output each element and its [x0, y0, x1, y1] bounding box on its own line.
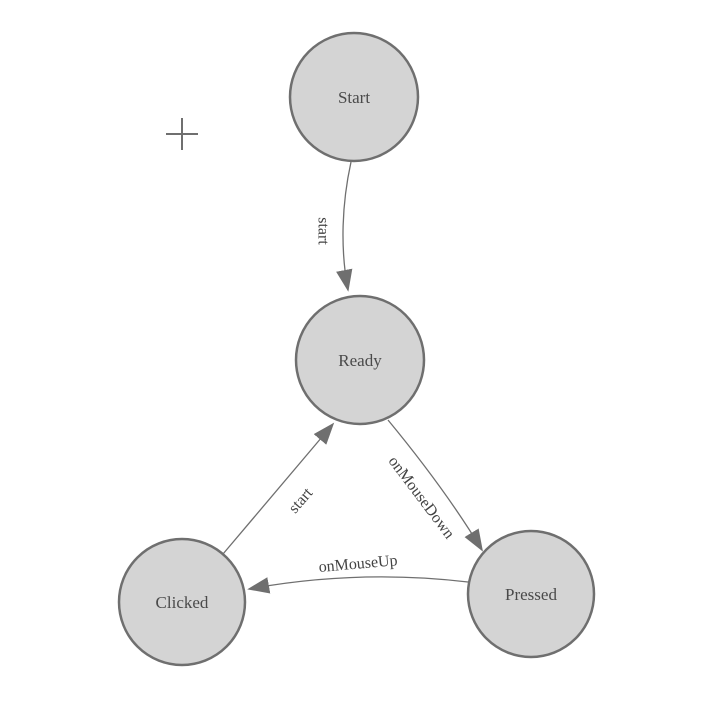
state-circle[interactable] — [466, 529, 596, 659]
state-circle[interactable] — [288, 31, 420, 163]
edge-line[interactable] — [247, 576, 469, 594]
edge-line[interactable] — [222, 422, 335, 555]
state-label: Ready — [338, 351, 382, 370]
edge-label: start — [314, 217, 331, 245]
state-node-pressed[interactable]: Pressed — [466, 529, 596, 659]
edge-line[interactable] — [387, 419, 483, 552]
state-circle[interactable] — [294, 294, 426, 426]
edge-label: onMouseDown — [385, 453, 458, 542]
state-node-start[interactable]: Start — [288, 31, 420, 163]
edge-ready-to-pressed[interactable]: onMouseDown — [385, 419, 483, 552]
edge-label: onMouseUp — [318, 552, 398, 576]
edge-pressed-to-clicked[interactable]: onMouseUp — [247, 552, 469, 594]
edge-line[interactable] — [336, 161, 353, 292]
state-node-clicked[interactable]: Clicked — [117, 537, 247, 667]
state-label: Clicked — [156, 593, 209, 612]
state-label: Start — [338, 88, 370, 107]
plus-icon[interactable] — [166, 118, 198, 150]
edge-label: start — [285, 484, 316, 516]
state-label: Pressed — [505, 585, 557, 604]
edge-clicked-to-ready[interactable]: start — [222, 422, 335, 555]
edge-start-to-ready[interactable]: start — [314, 161, 353, 292]
state-circle[interactable] — [117, 537, 247, 667]
state-node-ready[interactable]: Ready — [294, 294, 426, 426]
